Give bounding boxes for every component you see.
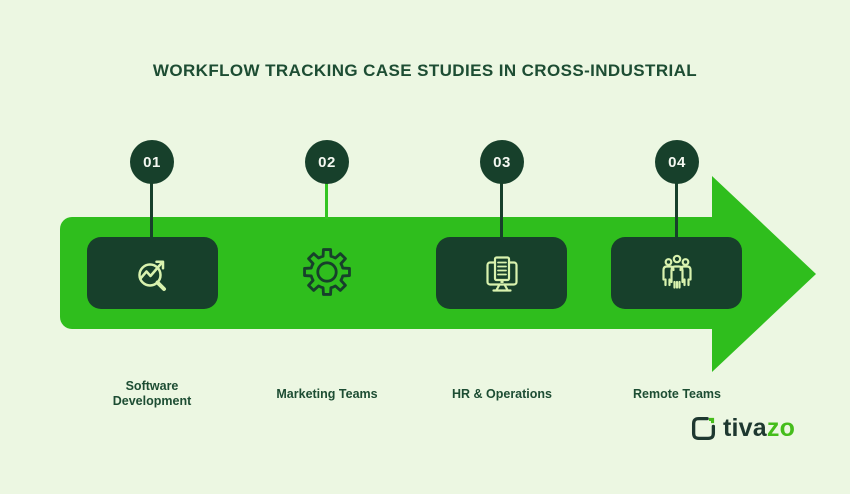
connector-step-1	[150, 183, 153, 240]
step-card-software-development	[87, 237, 218, 309]
tivazo-logo: tivazo	[690, 414, 795, 443]
team-group-icon	[661, 254, 692, 289]
logo-text-green: zo	[766, 414, 796, 442]
step-marker-marketing-teams	[301, 246, 353, 298]
connector-step-3	[500, 183, 503, 240]
magnifier-trend-icon	[137, 260, 166, 291]
connector-step-4	[675, 183, 678, 240]
step-badge-1: 01	[130, 140, 174, 184]
step-badge-4: 04	[655, 140, 699, 184]
gear-icon	[303, 248, 351, 296]
step-label-hr-operations: HR & Operations	[451, 387, 552, 401]
step-card-remote-teams	[611, 237, 742, 309]
step-badge-3: 03	[480, 140, 524, 184]
step-label-software-development: Software Development	[112, 379, 192, 408]
step-label-remote-teams: Remote Teams	[633, 387, 721, 401]
page-title: WORKFLOW TRACKING CASE STUDIES IN CROSS-…	[152, 61, 698, 80]
tivazo-logo-text: tivazo	[723, 414, 795, 443]
tivazo-logo-mark-icon	[691, 416, 716, 441]
step-card-hr-operations	[436, 237, 567, 309]
logo-text-dark: tiva	[723, 414, 767, 442]
connector-step-2	[325, 183, 328, 219]
step-label-marketing-teams: Marketing Teams	[276, 387, 378, 401]
monitor-document-icon	[485, 256, 518, 292]
step-badge-2: 02	[305, 140, 349, 184]
